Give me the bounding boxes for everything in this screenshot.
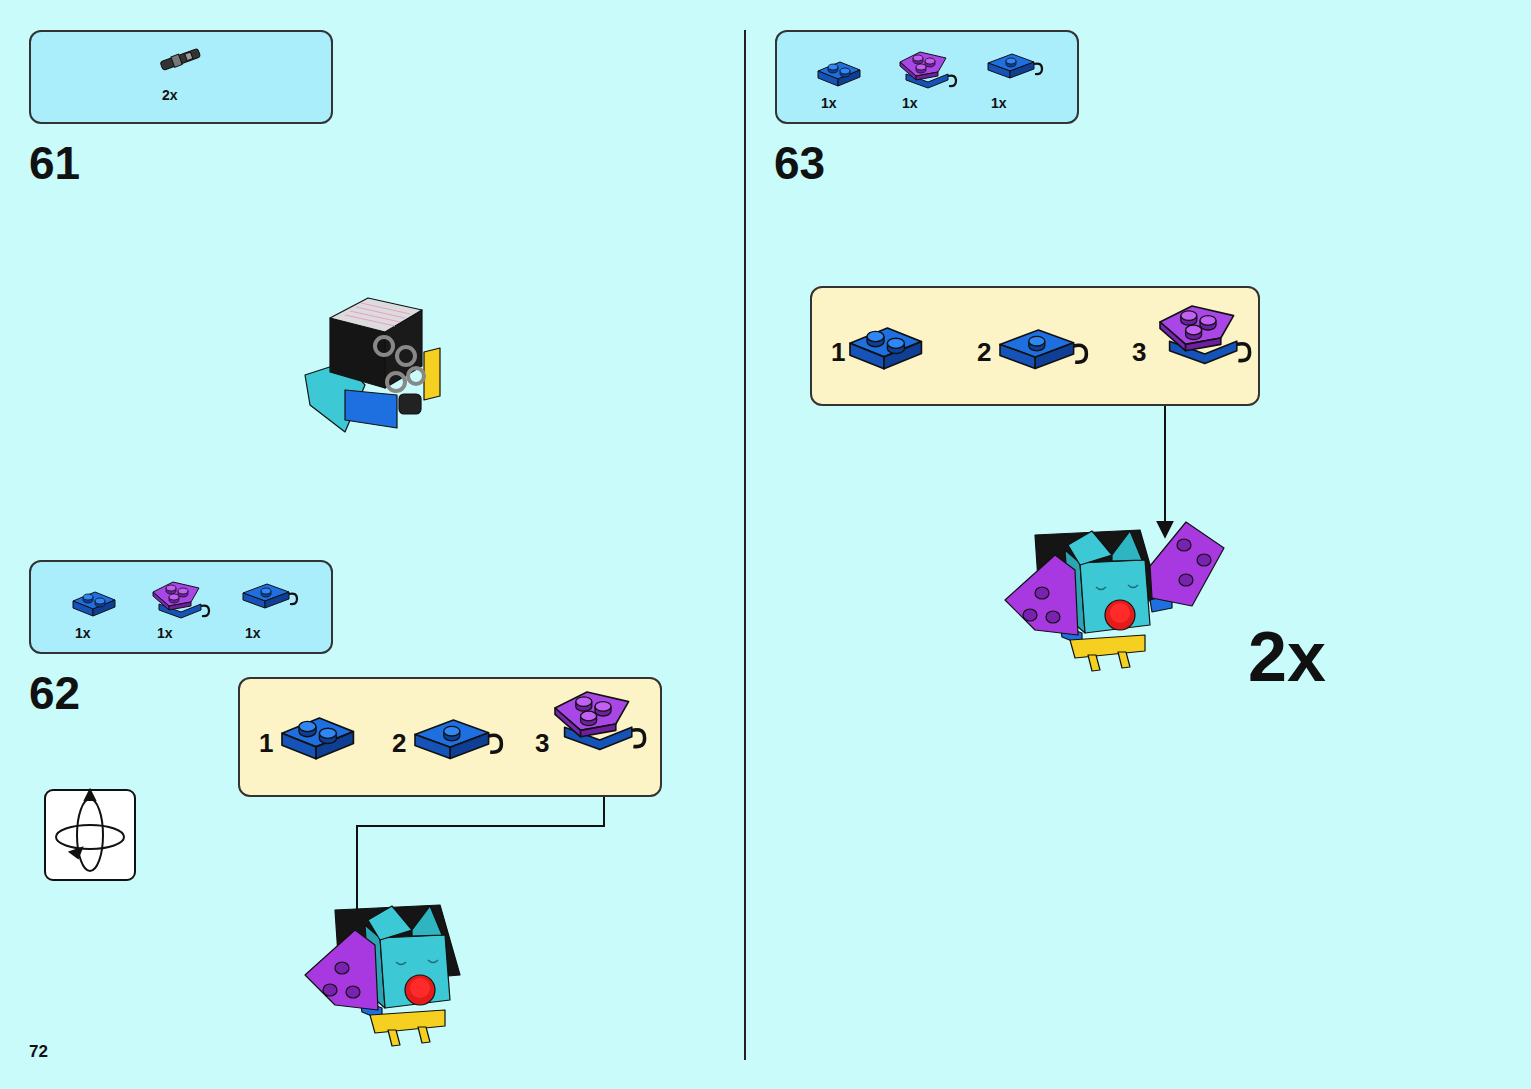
illustration bbox=[810, 286, 1260, 406]
model-assembly bbox=[345, 390, 397, 428]
part-quantity: 2x bbox=[162, 88, 178, 103]
part-quantity: 1x bbox=[75, 626, 91, 641]
part-icon bbox=[73, 592, 115, 616]
model-assembly bbox=[330, 298, 422, 332]
rotate-icon bbox=[85, 790, 95, 800]
part-icon bbox=[818, 62, 860, 86]
model-assembly bbox=[1005, 530, 1160, 671]
rotate-icon bbox=[77, 799, 103, 871]
parts-list-box: 1x 1x 1x bbox=[775, 30, 1079, 124]
illustration bbox=[29, 30, 333, 124]
step-number: 61 bbox=[29, 140, 80, 186]
model-assembly bbox=[305, 298, 440, 432]
illustration bbox=[238, 677, 662, 797]
illustration bbox=[29, 560, 333, 654]
part-icon bbox=[282, 718, 353, 759]
callout-number: 2 bbox=[392, 729, 406, 758]
step-number: 62 bbox=[29, 670, 80, 716]
rotate-icon bbox=[70, 848, 82, 858]
model-assembly bbox=[424, 348, 440, 400]
callout-number: 3 bbox=[1132, 338, 1146, 367]
callout-number: 2 bbox=[977, 338, 991, 367]
part-icon bbox=[153, 582, 209, 618]
part-quantity: 1x bbox=[821, 96, 837, 111]
step-number: 63 bbox=[774, 140, 825, 186]
model-assembly bbox=[345, 303, 410, 326]
callout-number: 1 bbox=[831, 338, 845, 367]
part-quantity: 1x bbox=[157, 626, 173, 641]
model-assembly bbox=[397, 347, 415, 365]
parts-list-box: 1x 1x 1x bbox=[29, 560, 333, 654]
part-icon bbox=[1160, 306, 1250, 364]
part-icon bbox=[160, 48, 201, 70]
rotate-icon bbox=[45, 790, 135, 880]
sub-assembly-callout: 1 2 3 bbox=[810, 286, 1260, 406]
part-icon bbox=[988, 54, 1042, 78]
model-assembly bbox=[305, 905, 460, 1046]
page-number: 72 bbox=[29, 1043, 48, 1060]
part-icon bbox=[243, 584, 297, 608]
rotate-icon bbox=[56, 825, 124, 849]
model-assembly bbox=[408, 368, 424, 384]
part-icon bbox=[185, 52, 193, 61]
model-wing bbox=[1150, 522, 1224, 606]
model-wing bbox=[1150, 522, 1224, 612]
part-quantity: 1x bbox=[245, 626, 261, 641]
model-wing bbox=[1177, 539, 1191, 551]
part-icon bbox=[160, 47, 201, 71]
part-icon bbox=[555, 692, 645, 750]
callout-number: 3 bbox=[535, 729, 549, 758]
illustration bbox=[775, 30, 1079, 124]
model-assembly bbox=[387, 373, 405, 391]
model-assembly bbox=[399, 394, 421, 414]
page-divider bbox=[744, 30, 746, 1060]
part-icon bbox=[171, 54, 182, 67]
model-assembly bbox=[375, 337, 393, 355]
part-quantity: 1x bbox=[902, 96, 918, 111]
rotate-icon bbox=[45, 790, 135, 880]
part-icon bbox=[850, 328, 921, 369]
part-icon bbox=[900, 52, 956, 88]
callout-number: 1 bbox=[259, 729, 273, 758]
parts-list-box: 2x bbox=[29, 30, 333, 124]
part-icon bbox=[1000, 330, 1086, 368]
build-count: 2x bbox=[1248, 622, 1326, 692]
model-wing bbox=[1197, 554, 1211, 566]
sub-assembly-callout: 1 2 3 bbox=[238, 677, 662, 797]
part-quantity: 1x bbox=[991, 96, 1007, 111]
model-wing bbox=[1179, 574, 1193, 586]
assembly-arrow bbox=[1164, 406, 1166, 537]
part-icon bbox=[415, 720, 501, 758]
